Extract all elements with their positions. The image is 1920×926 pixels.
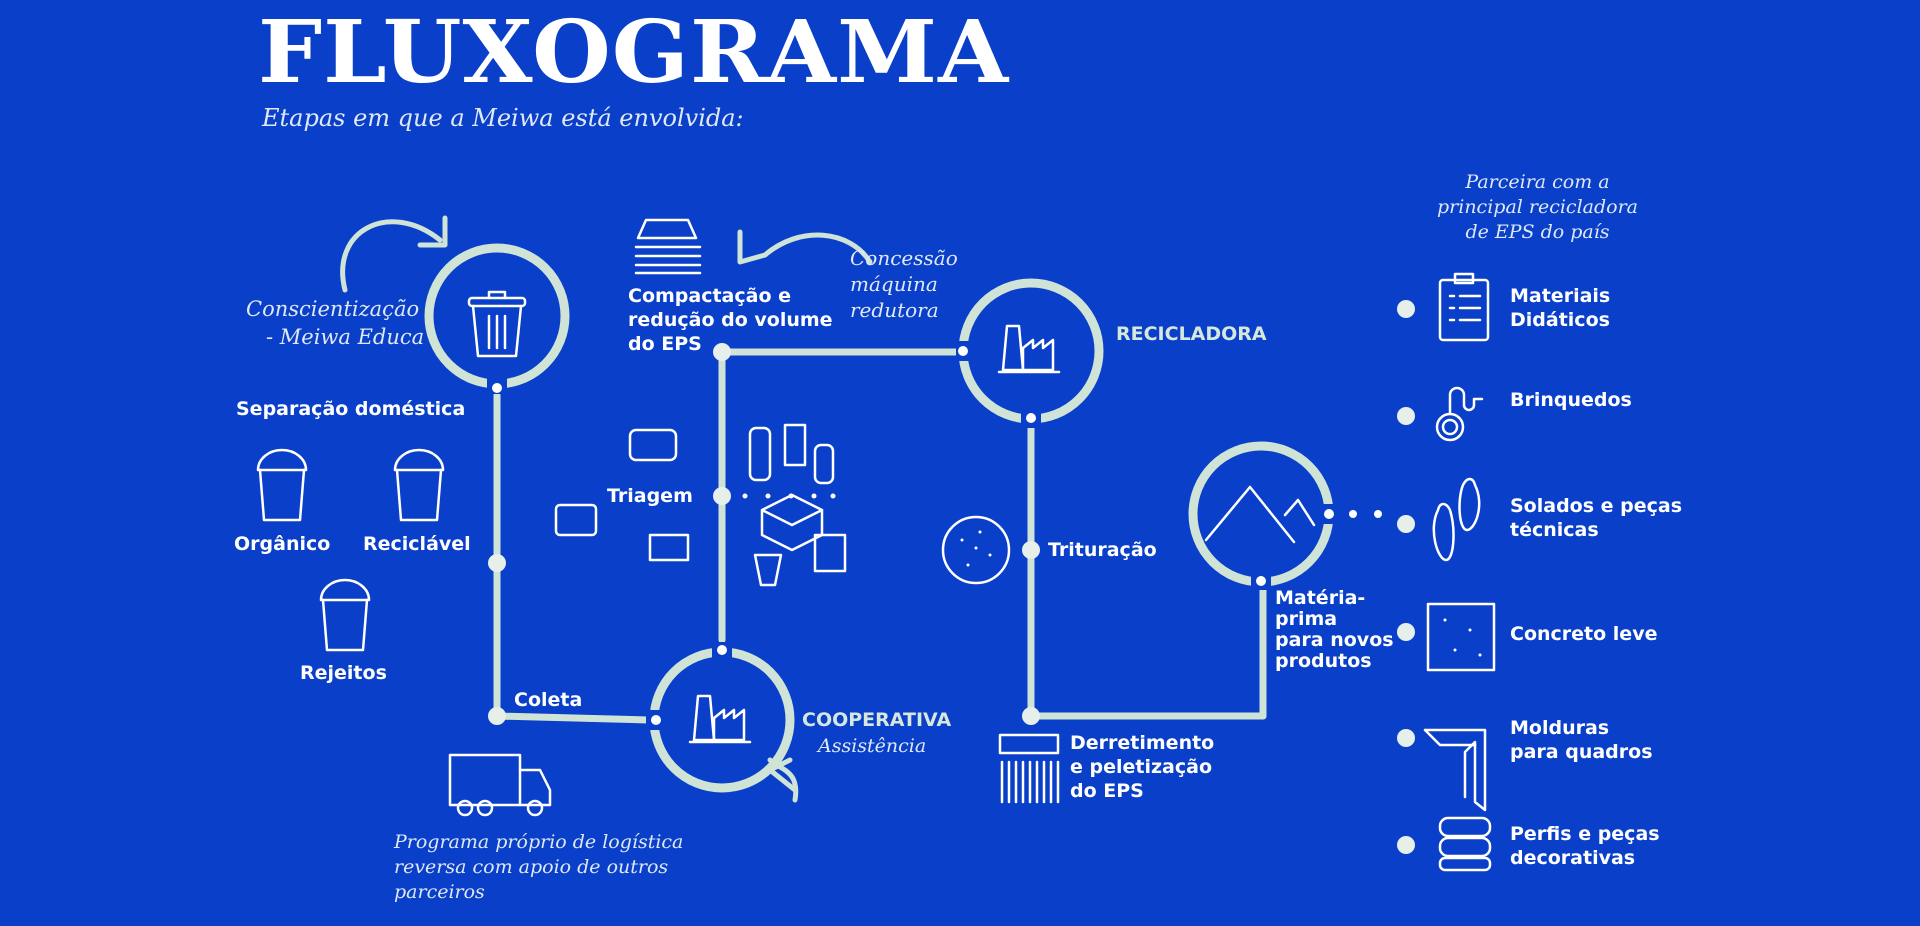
raw-material-line: para novos xyxy=(1275,629,1394,651)
product-label: Brinquedos xyxy=(1510,389,1632,411)
raw-material-circle xyxy=(1188,441,1334,587)
ground-eps-icon xyxy=(941,515,1011,585)
curved-arrow-icon xyxy=(340,215,448,293)
partner-note-line: Parceira com a xyxy=(1465,171,1610,193)
compaction-line: do EPS xyxy=(628,333,702,355)
toy-icon xyxy=(1435,386,1484,442)
collection-label: Coleta xyxy=(514,689,583,711)
product-label: técnicas xyxy=(1510,519,1599,541)
logistics-line: reversa com apoio de outros xyxy=(394,856,669,878)
product-label: Perfis e peças xyxy=(1510,823,1660,845)
page-subtitle: Etapas em que a Meiwa está envolvida: xyxy=(262,104,744,132)
compaction-label: Compactação e redução do volume do EPS xyxy=(628,284,833,356)
packaging-icons xyxy=(554,423,847,587)
profiles-icon xyxy=(1438,816,1492,872)
bin-label-recyclable: Reciclável xyxy=(363,533,471,555)
product-label: Materiais xyxy=(1510,285,1611,307)
raw-material-line: produtos xyxy=(1275,650,1372,672)
product-label: para quadros xyxy=(1510,741,1653,763)
product-toys: Brinquedos xyxy=(1510,388,1632,412)
mountains-icon xyxy=(1204,485,1316,544)
concession-line: Concessão xyxy=(850,246,958,270)
awareness-line: Conscientização xyxy=(246,297,420,321)
partner-note-line: principal recicladora xyxy=(1437,196,1638,218)
product-profiles: Perfis e peças decorativas xyxy=(1510,822,1660,870)
pellets-icon xyxy=(998,733,1060,804)
product-frames: Molduras para quadros xyxy=(1510,716,1653,764)
product-label: decorativas xyxy=(1510,847,1636,869)
product-label: Didáticos xyxy=(1510,309,1610,331)
partner-note-line: de EPS do país xyxy=(1465,221,1610,243)
concession-line: redutora xyxy=(850,298,939,322)
logistics-line: parceiros xyxy=(394,881,485,903)
sorting-label: Triagem xyxy=(607,485,693,507)
product-soles: Solados e peças técnicas xyxy=(1510,494,1682,542)
footprints-icon xyxy=(1432,477,1481,562)
melting-label: Derretimento e peletização do EPS xyxy=(1070,731,1214,803)
product-teaching-materials: Materiais Didáticos xyxy=(1510,284,1610,332)
partner-note: Parceira com a principal recicladora de … xyxy=(1400,170,1675,245)
frame-molding-icon xyxy=(1423,728,1487,812)
factory-icon xyxy=(997,324,1061,374)
factory-icon xyxy=(688,694,752,744)
logistics-note: Programa próprio de logística reversa co… xyxy=(394,830,683,905)
recycler-label: RECICLADORA xyxy=(1116,323,1267,345)
compaction-line: redução do volume xyxy=(628,309,833,331)
clipboard-icon xyxy=(1438,272,1490,342)
bin-label-organic: Orgânico xyxy=(234,533,331,555)
product-label: Solados e peças xyxy=(1510,495,1683,517)
concession-note: Concessão máquina redutora xyxy=(850,245,958,323)
melting-line: do EPS xyxy=(1070,780,1144,802)
cooperative-label: COOPERATIVA xyxy=(802,709,952,731)
product-label: Concreto leve xyxy=(1510,623,1658,645)
truck-icon xyxy=(448,753,552,817)
curved-arrow-icon xyxy=(737,229,873,265)
raw-material-line: prima xyxy=(1275,608,1338,630)
product-label: Molduras xyxy=(1510,717,1610,739)
awareness-line: - Meiwa Educa xyxy=(266,325,425,349)
product-bullets xyxy=(1397,300,1415,854)
raw-material-line: Matéria- xyxy=(1275,587,1366,609)
bin-label-waste: Rejeitos xyxy=(300,662,387,684)
trash-can-icon xyxy=(467,290,527,358)
product-light-concrete: Concreto leve xyxy=(1510,622,1657,646)
melting-line: e peletização xyxy=(1070,756,1212,778)
separation-title: Separação doméstica xyxy=(236,398,466,420)
junction-dots xyxy=(492,346,1382,725)
bin-icon xyxy=(319,578,371,652)
grinding-label: Trituração xyxy=(1048,539,1157,561)
bin-icon xyxy=(393,448,445,522)
raw-material-label: Matéria- prima para novos produtos xyxy=(1275,588,1394,672)
logistics-line: Programa próprio de logística xyxy=(394,831,684,853)
curved-arrow-icon xyxy=(767,757,799,803)
compacted-eps-icon xyxy=(634,218,702,275)
page-title: FLUXOGRAMA xyxy=(258,2,1010,103)
concrete-icon xyxy=(1426,602,1496,672)
flow-lines xyxy=(493,348,1267,724)
melting-line: Derretimento xyxy=(1070,732,1215,754)
compaction-line: Compactação e xyxy=(628,285,792,307)
bin-icon xyxy=(256,448,308,522)
awareness-label: Conscientização - Meiwa Educa xyxy=(246,295,424,351)
cooperative-sub-label: Assistência xyxy=(818,735,927,757)
concession-line: máquina xyxy=(850,272,938,296)
recycler-circle xyxy=(958,278,1104,424)
